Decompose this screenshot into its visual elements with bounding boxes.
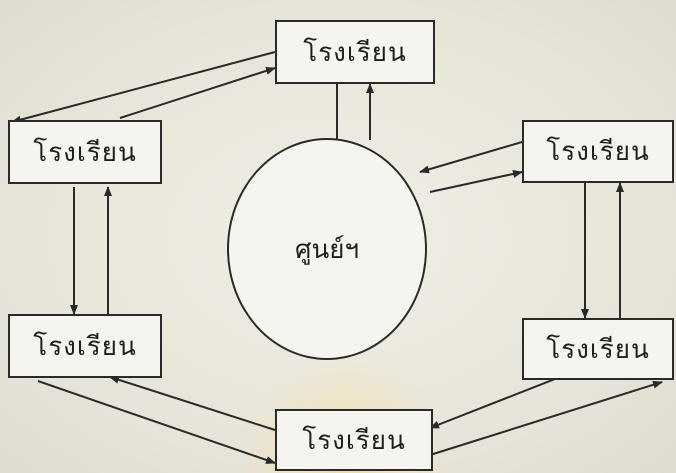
school-label: โรงเรียน <box>33 331 137 362</box>
school-label: โรงเรียน <box>303 37 407 68</box>
school-box-lower-right: โรงเรียน <box>522 318 674 380</box>
arrow-lower-right-to-bottom <box>429 376 561 429</box>
school-box-bottom: โรงเรียน <box>275 409 433 471</box>
center-circle: ศูนย์ฯ <box>227 138 427 360</box>
school-label: โรงเรียน <box>302 425 406 456</box>
arrow-center-to-upper-right <box>429 170 523 193</box>
arrow-lower-left-to-bottom <box>37 380 276 464</box>
center-label: ศูนย์ฯ <box>294 234 360 265</box>
school-box-upper-right: โรงเรียน <box>522 120 674 183</box>
school-label: โรงเรียน <box>546 334 650 365</box>
arrow-bottom-to-lower-left <box>109 375 276 431</box>
school-label: โรงเรียน <box>33 137 137 168</box>
school-label: โรงเรียน <box>546 137 650 167</box>
arrow-bottom-to-lower-right <box>429 380 663 456</box>
school-box-lower-left: โรงเรียน <box>8 314 162 378</box>
arrow-upper-right-to-center <box>419 141 523 174</box>
arrow-top-to-upper-left <box>11 51 276 124</box>
school-box-top: โรงเรียน <box>275 20 435 84</box>
arrow-upper-left-to-top <box>119 66 276 119</box>
school-box-upper-left: โรงเรียน <box>8 120 162 184</box>
